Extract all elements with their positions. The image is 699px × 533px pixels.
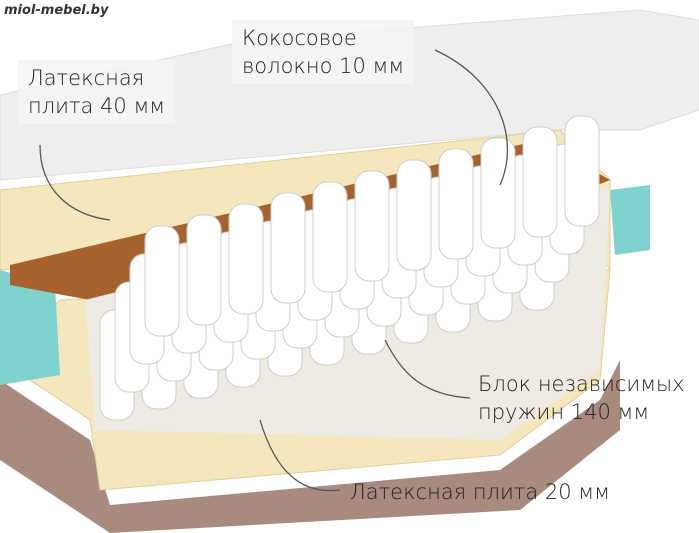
- label-line: Кокосовое: [242, 26, 357, 50]
- label-top-latex: Латексная плита 40 мм: [18, 60, 176, 124]
- bottom-cover: [0, 360, 620, 533]
- arrow-coconut: [434, 49, 508, 186]
- spring: [438, 148, 474, 260]
- spring: [312, 181, 348, 293]
- arrow-bottom-latex: [259, 419, 341, 492]
- spring: [396, 159, 432, 271]
- label-coconut: Кокосовое волокно 10 мм: [232, 20, 415, 84]
- label-line: Латексная: [28, 66, 145, 90]
- springs: [99, 115, 600, 421]
- spring: [480, 137, 516, 249]
- arrow-springs: [384, 339, 471, 399]
- spring: [186, 214, 222, 326]
- label-line: волокно 10 мм: [242, 54, 405, 78]
- label-line: пружин 140 мм: [478, 400, 650, 424]
- arrow-top-latex: [39, 144, 111, 221]
- label-line: плита 40 мм: [28, 94, 166, 118]
- label-bottom-latex: Латексная плита 20 мм: [350, 480, 610, 504]
- watermark: miol-mebel.by: [4, 3, 109, 18]
- label-line: Блок независимых: [478, 372, 685, 396]
- side-foam-left: [0, 270, 60, 385]
- label-springs: Блок независимых пружин 140 мм: [478, 370, 685, 426]
- spring: [564, 115, 600, 227]
- spring: [522, 126, 558, 238]
- side-foam-right: [610, 185, 650, 255]
- spring: [228, 203, 264, 315]
- spring: [270, 192, 306, 304]
- spring: [144, 225, 180, 337]
- spring: [354, 170, 390, 282]
